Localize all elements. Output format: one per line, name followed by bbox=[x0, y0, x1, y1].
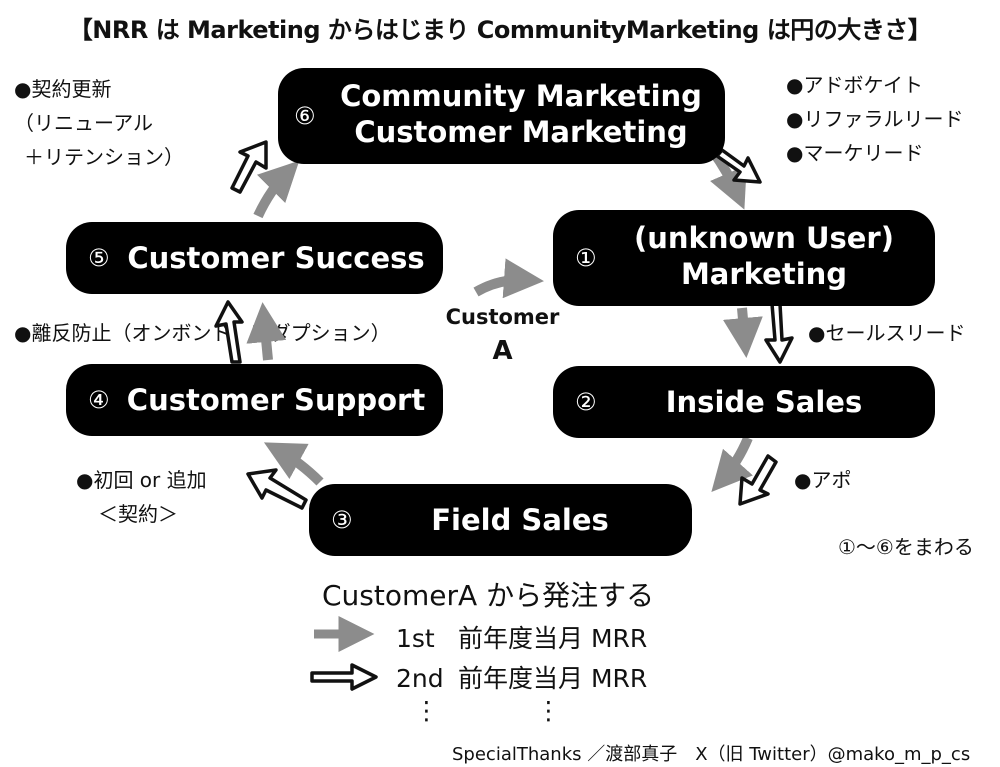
gray-arrow-1-to-2 bbox=[722, 307, 763, 358]
note-advocate-line2: ●リファラルリード bbox=[786, 107, 964, 131]
node-2-inside-sales: ② Inside Sales bbox=[553, 366, 935, 438]
customer-a-line1: Customer bbox=[445, 305, 560, 329]
node-1-label: (unknown User) Marketing bbox=[605, 220, 923, 292]
gray-arrow-4-to-5 bbox=[246, 302, 287, 361]
note-renewal-line1: ●契約更新 bbox=[14, 77, 112, 101]
gray-arrow-customer-a bbox=[473, 258, 544, 299]
node-2-label: Inside Sales bbox=[665, 385, 863, 419]
customer-a-label: Customer A bbox=[440, 300, 565, 368]
note-advocate-line3: ●マーケリード bbox=[786, 141, 924, 165]
note-appointment: ●アポ bbox=[794, 468, 852, 492]
node-1-marketing: ① (unknown User) Marketing bbox=[553, 210, 935, 306]
outline-arrow-1-to-2 bbox=[764, 302, 794, 364]
legend-row-1-text: 前年度当月 MRR bbox=[458, 624, 648, 653]
node-1-line1: (unknown User) bbox=[634, 221, 894, 255]
legend-row-1-order: 1st bbox=[396, 624, 435, 653]
node-1-number: ① bbox=[575, 244, 597, 272]
node-6-community-marketing: ⑥ Community Marketing Customer Marketing bbox=[278, 68, 725, 164]
node-4-number: ④ bbox=[88, 386, 110, 414]
node-1-line2: Marketing bbox=[680, 257, 848, 291]
note-sales-lead: ●セールスリード bbox=[808, 321, 966, 345]
note-churn: ●離反防止（オンボンド、アダプション） bbox=[14, 321, 391, 345]
credit-line: SpecialThanks ／渡部真子 X（旧 Twitter）@mako_m_… bbox=[452, 744, 971, 765]
outline-arrow-2-to-3 bbox=[738, 454, 778, 506]
legend-row-2-text: 前年度当月 MRR bbox=[458, 664, 648, 693]
note-contract: ●初回 or 追加 ＜契約＞ bbox=[76, 463, 207, 531]
diagram-title: 【NRR は Marketing からはじまり CommunityMarketi… bbox=[68, 16, 932, 44]
legend-dots-left: ⋮ bbox=[414, 696, 439, 725]
node-3-number: ③ bbox=[331, 506, 353, 534]
node-3-label: Field Sales bbox=[431, 503, 609, 537]
outline-arrow-5-to-6 bbox=[230, 140, 268, 194]
legend-row-2-order: 2nd bbox=[396, 664, 444, 693]
customer-a-line2: A bbox=[492, 336, 513, 366]
node-4-label: Customer Support bbox=[126, 383, 426, 417]
note-renewal-line3: ＋リテンション） bbox=[24, 145, 184, 169]
note-advocate: ●アドボケイト ●リファラルリード ●マーケリード bbox=[786, 68, 963, 170]
outline-arrow-6-to-1 bbox=[715, 148, 762, 184]
node-4-customer-support: ④ Customer Support bbox=[66, 364, 443, 436]
legend-row-1: 1st 前年度当月 MRR bbox=[396, 619, 647, 655]
note-renewal: ●契約更新 （リニューアル ＋リテンション） bbox=[14, 72, 184, 174]
outline-arrow-3-to-4 bbox=[246, 468, 308, 510]
node-2-number: ② bbox=[575, 388, 597, 416]
note-contract-line2: ＜契約＞ bbox=[98, 502, 178, 526]
node-6-line1: Community Marketing bbox=[340, 79, 702, 113]
legend-outline-arrow bbox=[310, 663, 378, 691]
legend-row-2: 2nd 前年度当月 MRR bbox=[396, 659, 647, 695]
legend-heading: CustomerA から発注する bbox=[322, 579, 655, 612]
note-renewal-line2: （リニューアル bbox=[14, 111, 153, 135]
node-5-label: Customer Success bbox=[127, 241, 425, 275]
gray-arrow-2-to-3 bbox=[711, 436, 753, 492]
node-6-number: ⑥ bbox=[294, 102, 316, 130]
node-3-field-sales: ③ Field Sales bbox=[309, 484, 692, 556]
note-advocate-line1: ●アドボケイト bbox=[786, 73, 924, 97]
node-5-number: ⑤ bbox=[88, 244, 110, 272]
note-cycle: ①〜⑥をまわる bbox=[838, 535, 974, 559]
outline-arrow-4-to-5 bbox=[214, 300, 244, 364]
node-5-customer-success: ⑤ Customer Success bbox=[66, 222, 443, 294]
note-contract-line1: ●初回 or 追加 bbox=[76, 468, 207, 492]
node-6-label: Community Marketing Customer Marketing bbox=[326, 78, 716, 150]
legend-dots-right: ⋮ bbox=[536, 696, 561, 725]
node-6-line2: Customer Marketing bbox=[354, 115, 688, 149]
gray-arrow-5-to-6 bbox=[253, 160, 300, 219]
gray-arrow-3-to-4 bbox=[263, 442, 324, 486]
